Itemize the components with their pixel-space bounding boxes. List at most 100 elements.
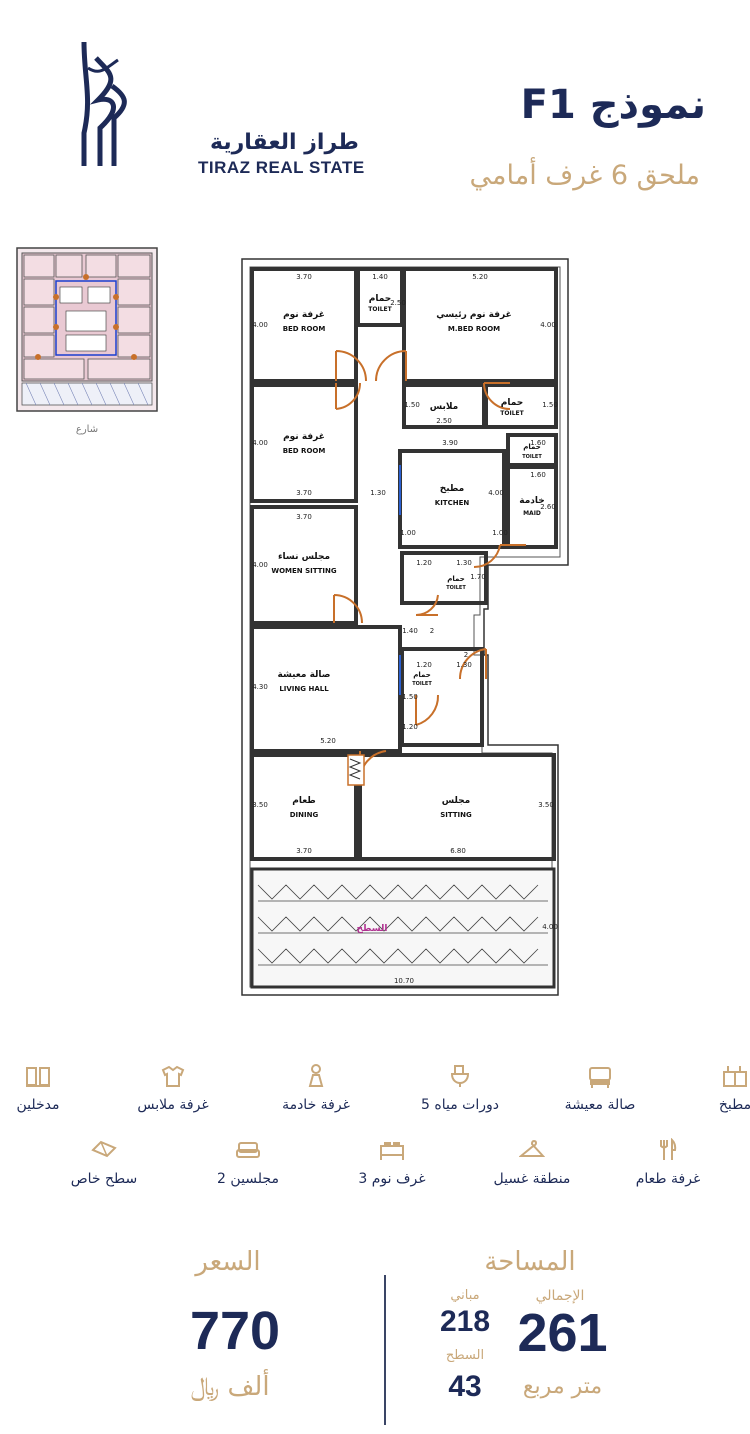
dim-label: 3.70 <box>296 273 312 281</box>
dim-label: 1.20 <box>416 559 432 567</box>
room-label-ar: حمام <box>413 671 431 679</box>
dim-label: 1.30 <box>456 559 472 567</box>
dim-label: 2 <box>464 651 468 659</box>
amenity-label: مدخلين <box>16 1097 60 1113</box>
dim-label: 4.00 <box>542 923 558 931</box>
dim-label: 10.70 <box>394 977 414 985</box>
price-unit: ألف ﷼ <box>190 1372 270 1402</box>
dim-label: 1.60 <box>530 439 546 447</box>
amenity-toilets: 5 دورات مياه <box>390 1064 530 1113</box>
room-label-en: DINING <box>290 811 319 819</box>
dim-label: 4.00 <box>540 321 556 329</box>
room-label-ar: حمام <box>501 398 524 408</box>
dim-label: 1.30 <box>370 489 386 497</box>
amenity-maid-room: غرفة خادمة <box>246 1064 386 1113</box>
amenity-private-roof: سطح خاص <box>34 1138 174 1187</box>
dim-label: 3.70 <box>296 513 312 521</box>
room-label-ar: طعام <box>292 796 316 806</box>
amenity-kitchen: مطبخ <box>665 1064 750 1113</box>
dim-label: 3.70 <box>296 847 312 855</box>
dim-label: 1.20 <box>416 661 432 669</box>
area-unit: متر مربع <box>522 1374 603 1399</box>
room-label-ar: حمام <box>447 575 465 583</box>
dim-label: 2 <box>430 627 434 635</box>
amenity-label: سطح خاص <box>70 1171 138 1187</box>
area-building-value: 218 <box>439 1305 491 1338</box>
price-label: السعر <box>195 1247 261 1277</box>
dim-label: 5.20 <box>472 273 488 281</box>
room-label-ar: غرفة نوم <box>283 310 325 320</box>
dim-label: 1.50 <box>404 401 420 409</box>
model-title: نموذج F1 <box>520 82 706 128</box>
price-value: 770 <box>189 1301 281 1361</box>
dim-label: 1.40 <box>372 273 388 281</box>
floor-plan: غرفة نوم BED ROOM حمام TOILET غرفة نوم ر… <box>241 258 569 996</box>
room-label-en: TOILET <box>446 585 466 591</box>
room-label-en: TOILET <box>368 306 392 313</box>
dim-label: 3.50 <box>252 801 268 809</box>
amenity-label: 5 دورات مياه <box>421 1097 499 1113</box>
dim-label: 1.50 <box>402 693 418 701</box>
room-label-ar: ملابس <box>430 402 459 412</box>
kitchen-icon <box>723 1066 747 1087</box>
room-label-ar: خادمة <box>519 496 545 506</box>
room-label-ar: مجلس نساء <box>278 552 330 562</box>
amenity-living: صالة معيشة <box>530 1064 670 1113</box>
dim-label: 4.30 <box>252 683 268 691</box>
maid-icon <box>308 1064 324 1087</box>
amenity-bedrooms: 3 غرف نوم <box>322 1138 462 1187</box>
amenity-wardrobe: غرفة ملابس <box>103 1064 243 1113</box>
amenity-label: صالة معيشة <box>564 1097 636 1113</box>
dining-icon <box>660 1138 677 1160</box>
room-label-en: TOILET <box>522 454 542 460</box>
amenity-label: غرفة طعام <box>635 1171 701 1187</box>
couch-icon <box>236 1142 260 1158</box>
dim-label: 1.40 <box>402 627 418 635</box>
room-label-ar: غرفة نوم رئيسي <box>436 310 511 320</box>
dim-label: 2.50 <box>436 417 452 425</box>
room-label-ar: السطح <box>357 924 388 934</box>
dim-label: 4.00 <box>252 439 268 447</box>
room-label-en: LIVING HALL <box>279 685 329 693</box>
dim-label: 1.20 <box>402 723 418 731</box>
room-label-en: BED ROOM <box>283 325 326 333</box>
dim-label: 4.00 <box>252 321 268 329</box>
amenity-entrances: مدخلين <box>0 1064 108 1113</box>
street-label: شارع <box>75 424 99 435</box>
key-map <box>16 247 158 412</box>
amenity-label: غرفة خادمة <box>282 1097 350 1113</box>
amenity-label: منطقة غسيل <box>493 1171 571 1187</box>
room-label-en: TOILET <box>412 681 432 687</box>
dim-label: 1.50 <box>542 401 558 409</box>
amenity-label: مطبخ <box>718 1097 750 1113</box>
area-roof-value: 43 <box>448 1370 482 1403</box>
dim-label: 1.00 <box>400 529 416 537</box>
dim-label: 1.60 <box>530 471 546 479</box>
logo-mark-icon <box>81 41 127 166</box>
dim-label: 4.00 <box>488 489 504 497</box>
room-label-en: M.BED ROOM <box>448 325 500 333</box>
bed-icon <box>380 1142 404 1160</box>
room-label-en: BED ROOM <box>283 447 326 455</box>
amenity-dining: غرفة طعام <box>598 1138 738 1187</box>
room-label-ar: صالة معيشة <box>278 670 331 680</box>
room-label-en: KITCHEN <box>435 499 470 507</box>
amenity-majlis: 2 مجلسين <box>178 1138 318 1187</box>
area-label: المساحة <box>484 1247 576 1277</box>
dim-label: 1.00 <box>492 529 508 537</box>
dim-label: 6.80 <box>450 847 466 855</box>
roof-icon <box>91 1140 117 1158</box>
room-label-en: TOILET <box>500 410 524 417</box>
room-label-en: SITTING <box>440 811 472 819</box>
room-label-en: WOMEN SITTING <box>271 567 337 575</box>
area-roof-label: السطح <box>445 1348 485 1363</box>
dim-label: 2.60 <box>540 503 556 511</box>
dim-label: 3.90 <box>442 439 458 447</box>
area-total-label: الإجمالي <box>535 1288 585 1304</box>
amenity-label: 3 غرف نوم <box>358 1171 426 1187</box>
amenity-laundry: منطقة غسيل <box>462 1138 602 1187</box>
room-label-ar: غرفة نوم <box>283 432 325 442</box>
door-icon <box>26 1067 50 1087</box>
brand-name-ar: طراز العقارية <box>210 130 359 155</box>
hanger-icon <box>519 1139 545 1157</box>
